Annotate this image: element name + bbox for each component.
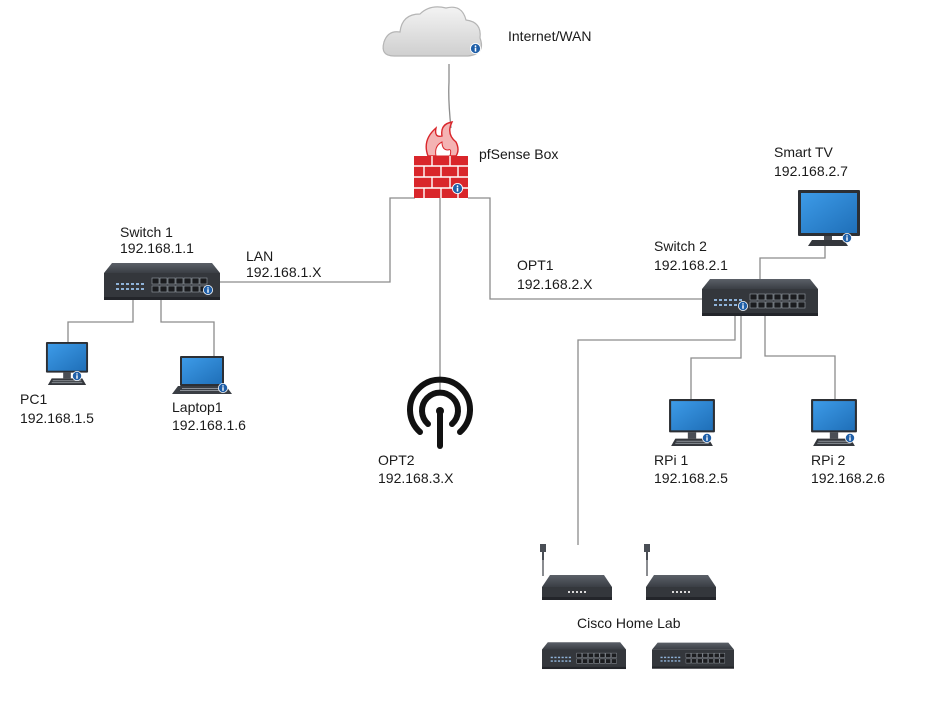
cisco-lab-label: Cisco Home Lab — [577, 615, 681, 631]
smart-tv-name: Smart TV — [774, 144, 834, 160]
wan-link — [448, 64, 452, 129]
smart-tv-ip: 192.168.2.7 — [774, 163, 848, 179]
switch2-ip: 192.168.2.1 — [654, 257, 728, 273]
rpi2-name: RPi 2 — [811, 452, 845, 468]
smart-tv-icon — [798, 190, 860, 246]
labels: Internet/WAN pfSense Box Switch 1 192.16… — [20, 28, 885, 631]
switch2-cisco-link — [577, 314, 736, 545]
rpi2-monitor-icon — [811, 399, 857, 446]
switch1-name: Switch 1 — [120, 224, 173, 240]
laptop1-ip: 192.168.1.6 — [172, 417, 246, 433]
switch2-rpi1-link — [690, 314, 742, 400]
lan-link — [218, 197, 415, 283]
rpi2-ip: 192.168.2.6 — [811, 470, 885, 486]
laptop1-icon — [172, 356, 232, 394]
switch1-pc1-link — [67, 298, 134, 344]
firewall-icon — [414, 121, 468, 198]
laptop1-name: Laptop1 — [172, 399, 223, 415]
cisco-cables-icon — [540, 544, 650, 576]
switch1-icon — [104, 263, 220, 301]
wireless-antenna-icon — [407, 376, 473, 449]
switch2-tv-link — [759, 240, 826, 282]
connection-lines — [67, 64, 836, 545]
pc1-name: PC1 — [20, 391, 47, 407]
switch2-name: Switch 2 — [654, 238, 707, 254]
cisco-router-2-icon — [646, 575, 716, 600]
opt1-link — [468, 197, 707, 300]
info-badge-icon — [470, 43, 481, 54]
cisco-switch-2-icon — [652, 642, 734, 669]
cisco-router-1-icon — [542, 575, 612, 600]
switch1-laptop1-link — [160, 298, 215, 357]
switch2-rpi2-link — [764, 314, 836, 400]
pc1-monitor-icon — [45, 342, 89, 386]
switch1-ip: 192.168.1.1 — [120, 240, 194, 256]
rpi1-ip: 192.168.2.5 — [654, 470, 728, 486]
lan-name: LAN — [246, 248, 273, 264]
opt2-name: OPT2 — [378, 452, 415, 468]
pc1-ip: 192.168.1.5 — [20, 410, 94, 426]
rpi1-name: RPi 1 — [654, 452, 688, 468]
opt1-name: OPT1 — [517, 257, 554, 273]
lan-ip: 192.168.1.X — [246, 264, 322, 280]
internet-label: Internet/WAN — [508, 28, 592, 44]
opt1-ip: 192.168.2.X — [517, 276, 593, 292]
info-badge-icon — [452, 183, 463, 194]
rpi1-monitor-icon — [669, 399, 715, 446]
opt2-ip: 192.168.3.X — [378, 470, 454, 486]
internet-cloud-icon — [382, 6, 483, 57]
firewall-label: pfSense Box — [479, 146, 558, 162]
switch2-icon — [702, 279, 818, 317]
cisco-switch-1-icon — [542, 642, 626, 670]
